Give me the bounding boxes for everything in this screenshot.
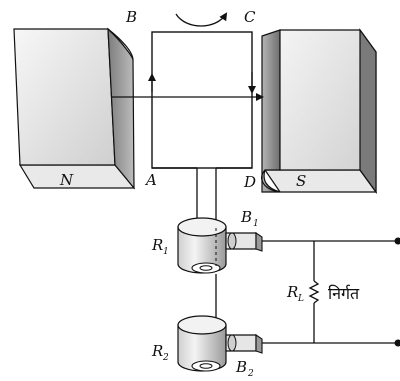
south-magnet: [261, 28, 378, 194]
output-label: निर्गत: [328, 284, 360, 303]
brush-1-label: B: [240, 208, 252, 226]
slip-ring-2: [177, 315, 227, 372]
brush-2-subscript: 2: [247, 369, 254, 379]
ring-2-label: R: [151, 342, 163, 360]
south-pole-label: S: [296, 172, 306, 190]
brush-1: [225, 231, 263, 252]
external-circuit: [262, 240, 398, 344]
ring-1-subscript: 1: [163, 247, 169, 257]
output-terminal-top: [394, 237, 400, 245]
armature-coil: [151, 31, 253, 169]
corner-b-label: B: [125, 8, 137, 26]
load-resistor-subscript: L: [297, 294, 304, 304]
corner-a-label: A: [144, 171, 157, 189]
brush-2: [225, 333, 263, 354]
coil-leads: [196, 167, 252, 222]
brush-1-subscript: 1: [253, 219, 259, 229]
rotation-arrow: [175, 12, 228, 27]
load-resistor-label: R: [286, 283, 298, 301]
ring-2-subscript: 2: [162, 353, 169, 363]
ring-1-label: R: [151, 236, 163, 254]
north-magnet: [13, 27, 136, 190]
corner-d-label: D: [243, 173, 256, 191]
north-pole-label: N: [59, 171, 74, 189]
output-terminal-bottom: [394, 339, 400, 347]
brush-2-label: B: [235, 358, 247, 376]
slip-ring-1: [177, 217, 227, 274]
corner-c-label: C: [244, 8, 256, 26]
